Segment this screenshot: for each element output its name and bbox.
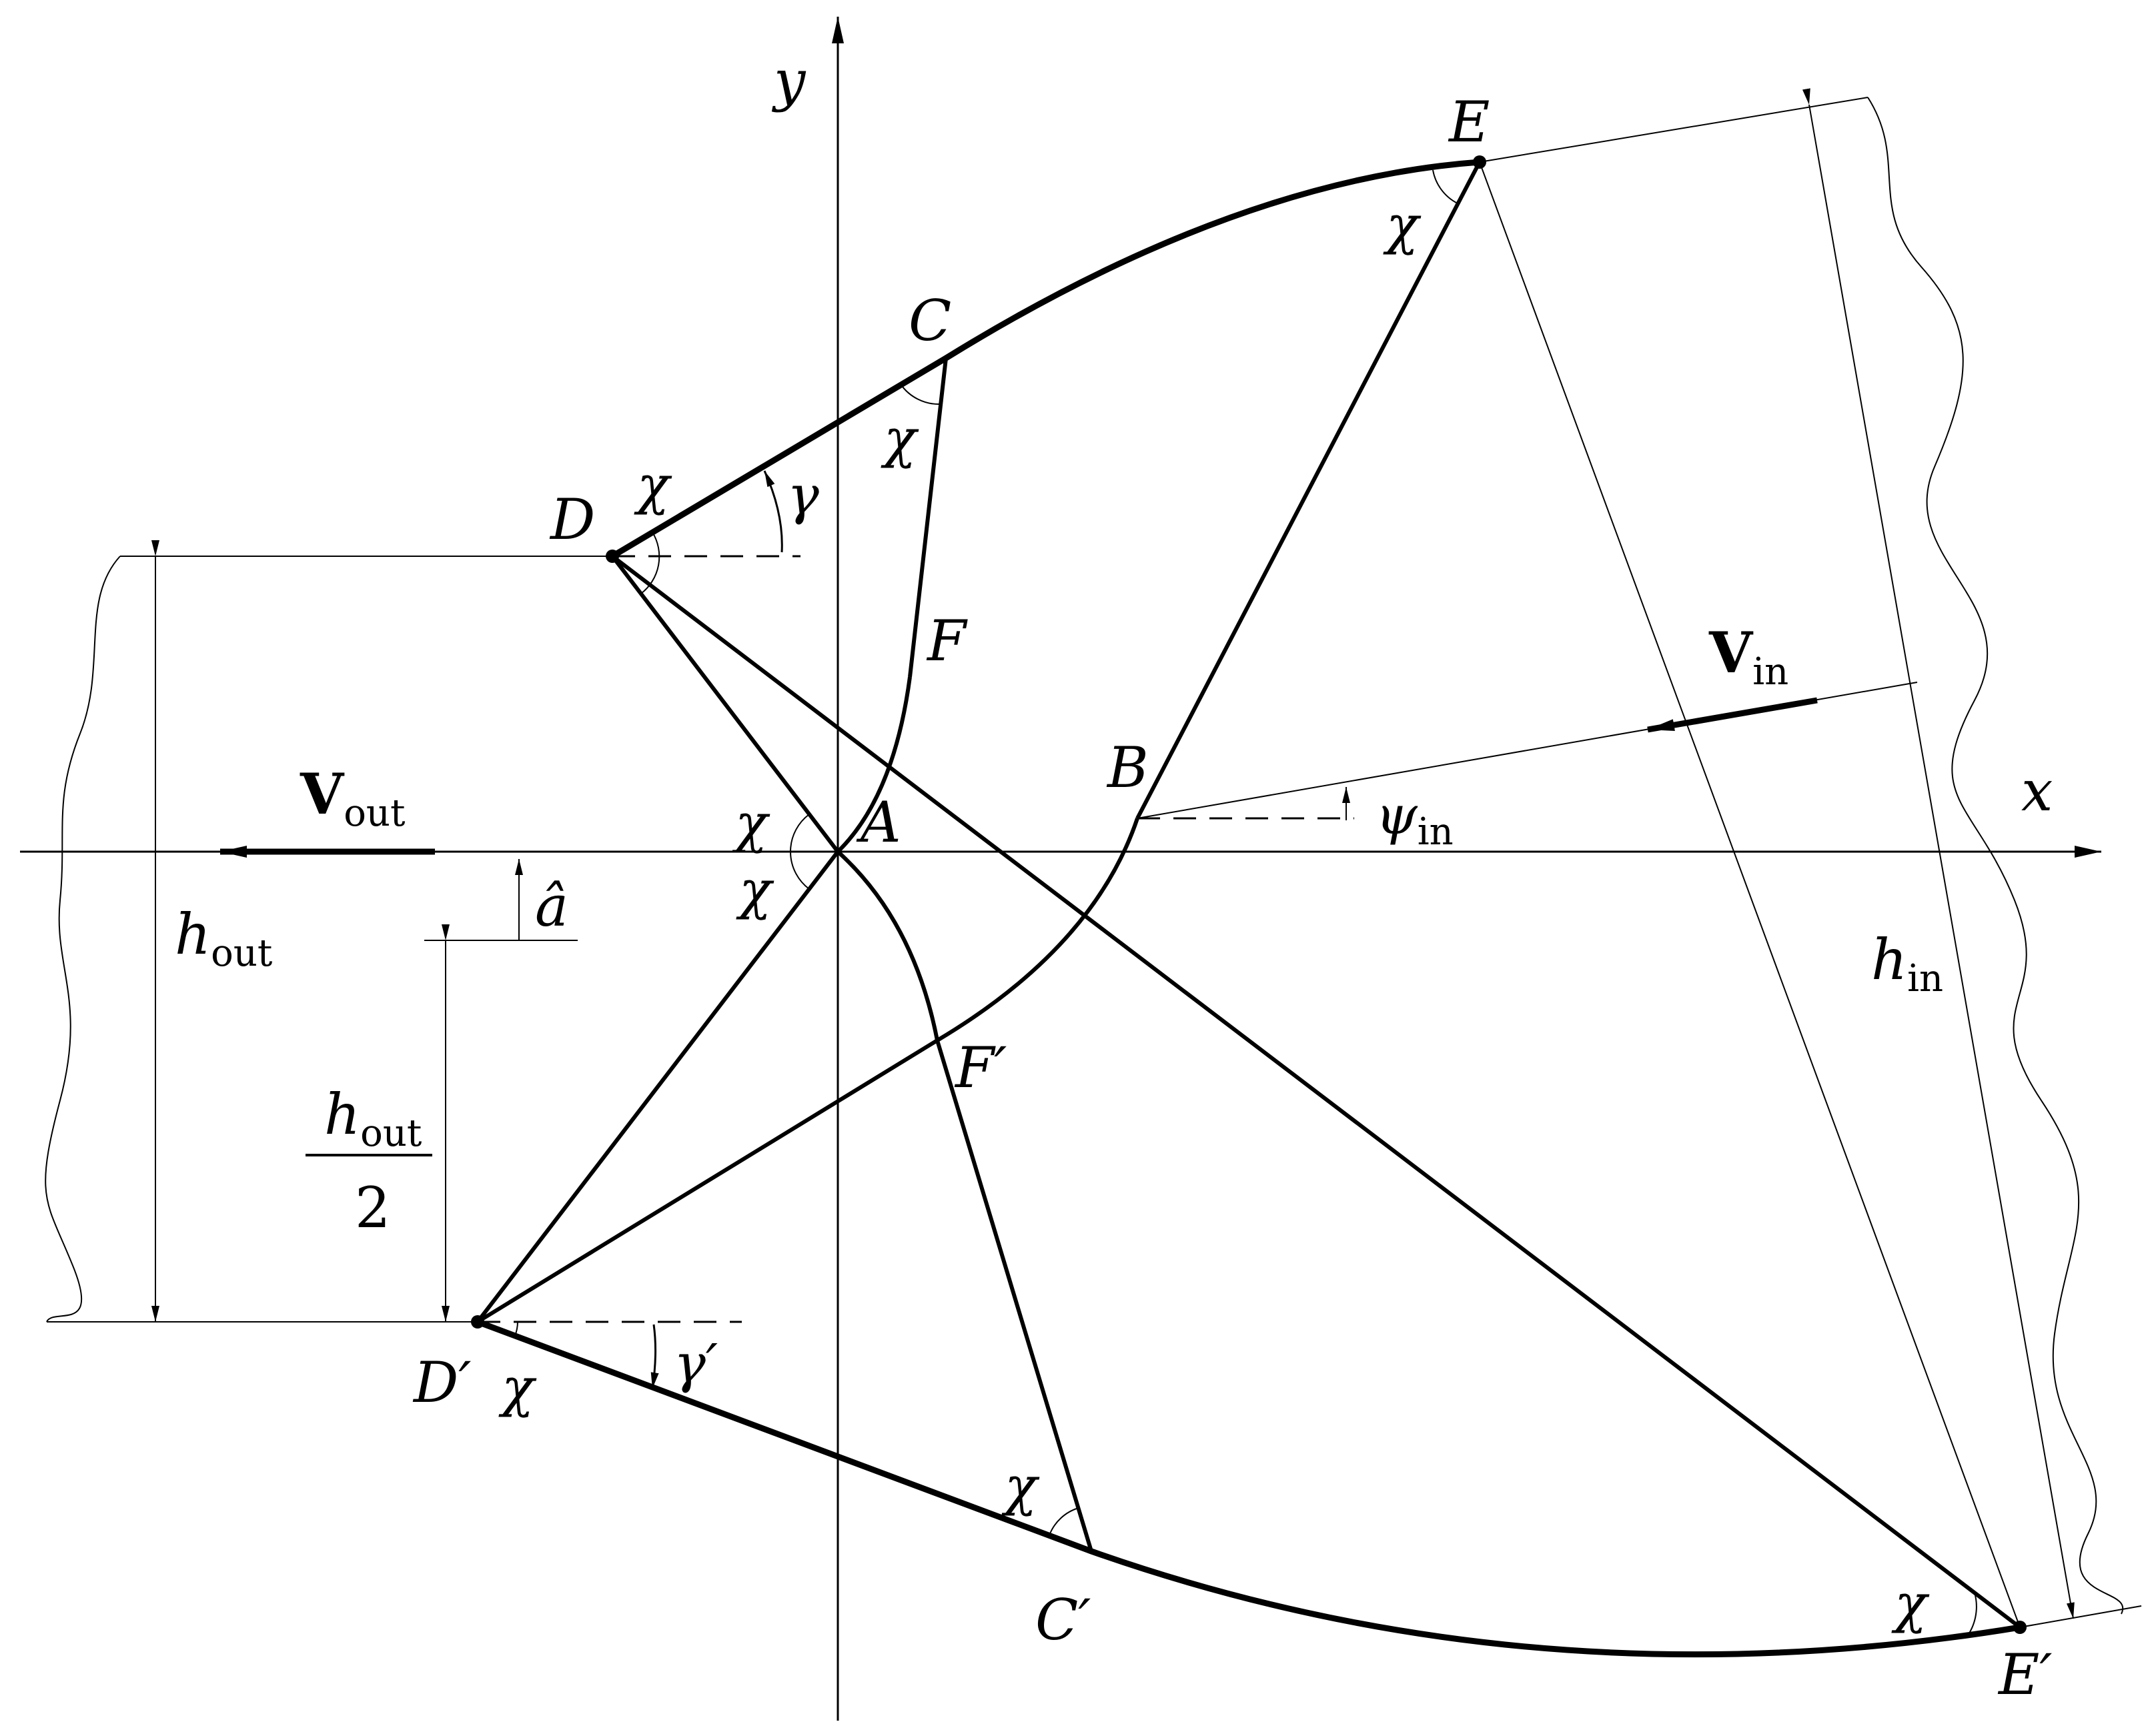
point-A-label: A (856, 790, 901, 855)
upper-contour (610, 159, 1480, 559)
point-Eprime-dot (2013, 1621, 2027, 1634)
point-Fprime-label: F′ (954, 1035, 1007, 1100)
chi-at-Dprime: χ (498, 1357, 537, 1419)
line-C-F (908, 357, 948, 678)
point-Eprime-label: E′ (1997, 1642, 2052, 1707)
chi-at-D: χ (634, 454, 672, 516)
line-E-Eprime (1479, 161, 2021, 1628)
v-in-arrow (1647, 697, 1818, 733)
arc-E (1432, 169, 1458, 204)
curve-A-Fprime (836, 850, 939, 1041)
arc-Dprime (514, 1321, 518, 1337)
arc-Eprime (1967, 1592, 1977, 1636)
arc-C (900, 383, 941, 405)
point-Dprime-dot (471, 1315, 484, 1329)
h-out-half-denominator: 2 (355, 1175, 390, 1240)
outlet-break-wavy (45, 556, 121, 1323)
gamma-prime-label: γ′ (674, 1333, 718, 1395)
point-E-label: E (1448, 89, 1490, 155)
curve-F-A (836, 676, 912, 854)
arc-Cprime (1049, 1507, 1079, 1536)
chi-at-Eprime: χ (1891, 1573, 1930, 1635)
chi-at-A-upper: χ (732, 792, 770, 854)
point-C-label: C (909, 288, 951, 353)
inlet-break-wavy (1867, 97, 2124, 1615)
line-D-Eprime (611, 554, 2021, 1629)
chi-at-Cprime: χ (1001, 1455, 1040, 1517)
h-in-label: hin (1871, 927, 1943, 1000)
line-Fprime-Cprime (935, 1040, 1093, 1552)
lower-contour (476, 1319, 2021, 1658)
line-A-Dprime (476, 850, 840, 1323)
point-Cprime-label: C′ (1035, 1587, 1091, 1653)
line-E-B (1135, 161, 1482, 820)
chi-at-A-lower: χ (736, 859, 774, 921)
x-axis-label: x (2021, 758, 2053, 824)
chi-at-E: χ (1383, 194, 1422, 256)
v-out-label: Vout (300, 761, 406, 835)
gamma-arrow (763, 470, 783, 553)
arc-A (790, 814, 810, 890)
point-D-dot (606, 550, 619, 563)
point-B-label: B (1106, 735, 1149, 800)
y-axis-label: y (771, 48, 806, 113)
gamma-label: γ (787, 464, 819, 526)
point-D-label: D (549, 487, 595, 552)
curve-B-Dprime (476, 818, 1139, 1324)
chi-at-C: χ (881, 407, 919, 470)
bottom-boundary-line (2019, 1605, 2142, 1628)
h-out-label: hout (175, 902, 273, 975)
a-hat-label: â (535, 874, 568, 939)
line-D-A (610, 555, 840, 853)
point-Dprime-label: D′ (412, 1350, 471, 1415)
v-in-label: Vin (1708, 620, 1788, 694)
point-F-label: F (926, 608, 968, 674)
point-E-dot (1473, 155, 1486, 169)
h-out-half-numerator: hout (324, 1082, 422, 1155)
psi-in-label: ψin (1376, 784, 1454, 854)
arc-D (640, 532, 660, 594)
h-in-dim (1802, 88, 2075, 1619)
gamma-prime-arrow (650, 1324, 659, 1389)
